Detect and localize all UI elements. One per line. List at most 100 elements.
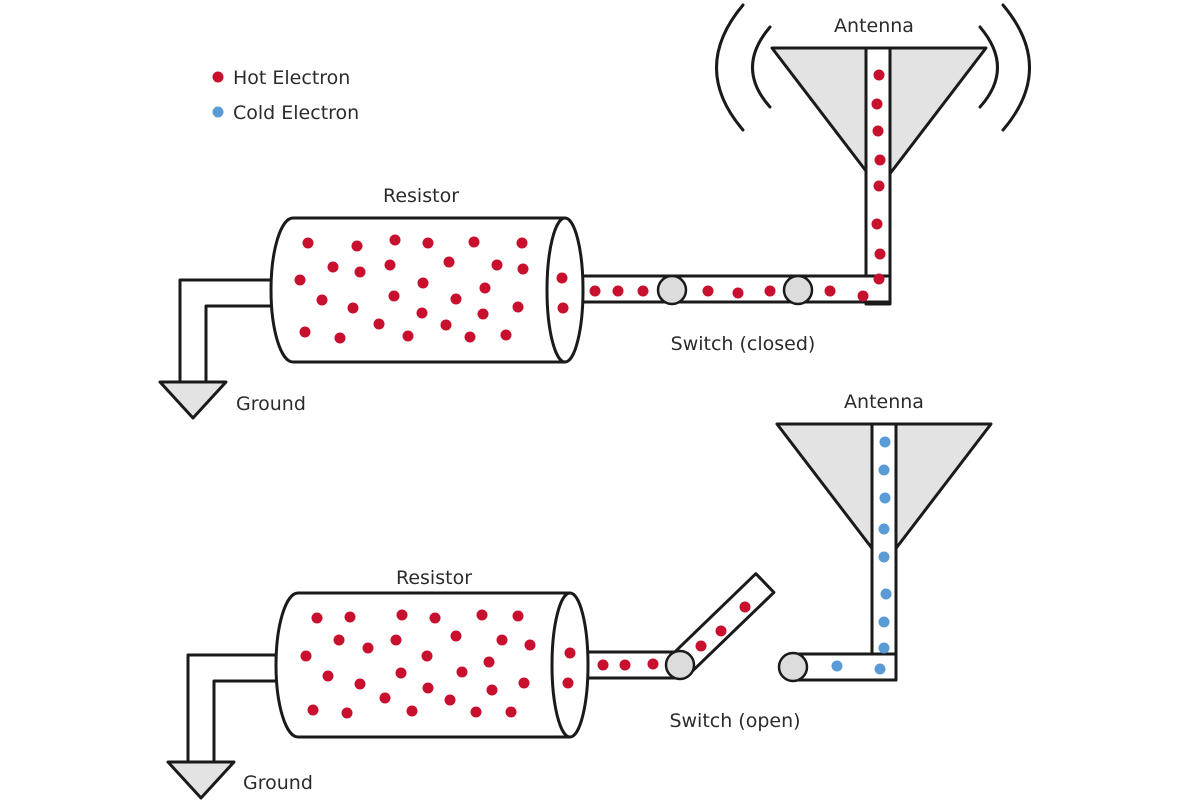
hot-electron [322, 670, 334, 682]
legend: Hot Electron Cold Electron [212, 67, 359, 124]
hot-electron [496, 634, 508, 646]
bottom-electron-group [300, 436, 892, 719]
hot-electron [406, 705, 418, 717]
bottom-antenna-label: Antenna [844, 391, 924, 413]
hot-electron [702, 285, 714, 297]
hot-electron [333, 634, 345, 646]
hot-electron [421, 650, 433, 662]
hot-electron [873, 273, 885, 285]
hot-electron [464, 331, 476, 343]
bottom-resistor-body [274, 591, 572, 739]
cold-electron [879, 492, 891, 504]
hot-electron [479, 282, 491, 294]
hot-electron [564, 647, 576, 659]
top-switch-knob-right [782, 274, 814, 306]
hot-electron [857, 290, 869, 302]
cold-electron [878, 464, 890, 476]
bottom-resistor-label: Resistor [396, 567, 472, 589]
legend-cold-label: Cold Electron [233, 102, 359, 124]
cold-electron [878, 642, 890, 654]
top-switch-label: Switch (closed) [671, 333, 816, 355]
hot-electron [456, 666, 468, 678]
top-circuit: Antenna Resistor Switch (closed) Ground [158, 3, 1031, 420]
hot-electron [477, 308, 489, 320]
hot-electron [483, 656, 495, 668]
bottom-circuit: Antenna Resistor Switch (open) Ground [166, 391, 993, 800]
hot-electron [647, 658, 659, 670]
top-resistor-body [269, 216, 567, 364]
top-switch-knob-left [656, 274, 688, 306]
hot-electron [384, 259, 396, 271]
hot-electron [354, 678, 366, 690]
hot-electron [468, 236, 480, 248]
hot-electron [300, 650, 312, 662]
hot-electron [874, 154, 886, 166]
top-resistor-label: Resistor [383, 185, 459, 207]
hot-electron [307, 704, 319, 716]
legend-hot-label: Hot Electron [233, 67, 350, 89]
top-wire-corner-fill [867, 277, 889, 301]
top-resistor-end-cap [545, 216, 585, 364]
bottom-ground-symbol [166, 760, 236, 800]
hot-electron [516, 237, 528, 249]
cold-electron [878, 616, 890, 628]
hot-electron [347, 302, 359, 314]
hot-electron [373, 318, 385, 330]
hot-electron [396, 609, 408, 621]
hot-electron [637, 285, 649, 297]
hot-electron [556, 272, 568, 284]
hot-electron [422, 682, 434, 694]
legend-hot-marker [212, 71, 224, 83]
hot-electron [874, 248, 886, 260]
hot-electron [764, 285, 776, 297]
hot-electron [470, 706, 482, 718]
top-antenna-label: Antenna [834, 15, 914, 37]
hot-electron [873, 180, 885, 192]
hot-electron [871, 218, 883, 230]
hot-electron [390, 634, 402, 646]
hot-electron [294, 274, 306, 286]
hot-electron [422, 237, 434, 249]
hot-electron [491, 259, 503, 271]
hot-electron [362, 642, 374, 654]
cold-electron [874, 663, 886, 675]
hot-electron [354, 266, 366, 278]
hot-electron [505, 706, 517, 718]
hot-electron [476, 609, 488, 621]
top-electron-group [294, 69, 886, 344]
cold-electron [878, 523, 890, 535]
hot-electron [341, 707, 353, 719]
bottom-switch-label: Switch (open) [669, 710, 800, 732]
hot-electron [695, 640, 707, 652]
hot-electron [416, 307, 428, 319]
hot-electron [824, 285, 836, 297]
legend-cold-marker [212, 106, 224, 118]
hot-electron [344, 611, 356, 623]
hot-electron [524, 639, 536, 651]
bottom-switch-contact [777, 651, 809, 683]
hot-electron [562, 677, 574, 689]
hot-electron [512, 301, 524, 313]
hot-electron [739, 601, 751, 613]
hot-electron [395, 667, 407, 679]
hot-electron [443, 256, 455, 268]
hot-electron [450, 630, 462, 642]
antenna-wave-right-inner [978, 25, 999, 109]
top-ground-wire-inner [204, 304, 275, 384]
hot-electron [871, 98, 883, 110]
top-ground-wire-outer [178, 278, 275, 384]
cold-electron [831, 660, 843, 672]
top-ground-label: Ground [236, 393, 306, 415]
cold-electron [878, 551, 890, 563]
hot-electron [517, 263, 529, 275]
cold-electron [880, 588, 892, 600]
hot-electron [597, 659, 609, 671]
antenna-wave-left-outer [715, 3, 745, 132]
hot-electron [379, 692, 391, 704]
top-antenna-wire [864, 46, 892, 306]
hot-electron [450, 293, 462, 305]
bottom-ground-wire-outer [186, 653, 278, 764]
bottom-ground-wire-inner [212, 679, 278, 764]
top-ground-symbol [158, 380, 228, 420]
